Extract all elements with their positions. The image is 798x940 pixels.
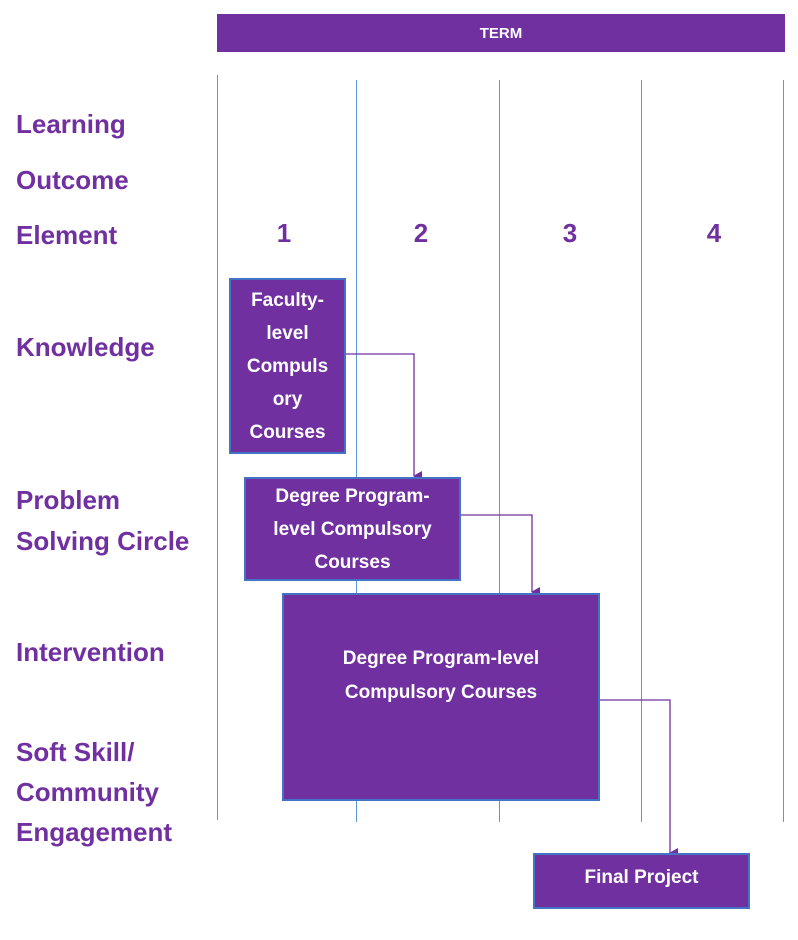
degree-program-courses-box-large: Degree Program-level Compulsory Courses [282,593,600,801]
grid-line-5 [783,80,784,822]
row-label-problem-solving-1: Problem [16,485,121,515]
degree-large-line-2: Compulsory Courses [344,682,538,703]
faculty-box-line-4: ory [272,388,303,410]
row-label-knowledge: Knowledge [16,332,155,362]
faculty-level-courses-box: Faculty- level Compuls ory Courses [229,278,346,454]
term-header: TERM [217,14,785,52]
arrow-degree-small-to-degree-large [460,514,540,597]
degree-program-courses-box-small: Degree Program- level Compulsory Courses [244,477,461,581]
final-project-label: Final Project [584,867,699,888]
final-project-box: Final Project [533,853,750,909]
degree-small-line-3: Courses [314,551,391,573]
header-label-learning: Learning [16,109,126,139]
grid-line-4 [641,80,642,822]
arrow-degree-large-to-final-project [599,699,678,858]
grid-line-2 [356,80,357,822]
row-label-soft-skill-1: Soft Skill/ [16,737,135,767]
degree-small-line-2: level Compulsory [273,518,432,540]
faculty-box-line-2: level [266,322,309,344]
faculty-box-line-1: Faculty- [251,289,324,311]
term-number-3: 3 [562,218,578,248]
faculty-box-line-5: Courses [249,421,326,443]
grid-line-1 [217,75,218,820]
arrow-faculty-to-degree [345,353,422,481]
faculty-box-line-3: Compuls [246,355,329,377]
term-number-2: 2 [413,218,429,248]
row-label-soft-skill-2: Community [16,777,159,807]
degree-large-line-1: Degree Program-level [342,648,540,669]
header-label-element: Element [16,220,118,250]
degree-small-line-1: Degree Program- [275,485,430,507]
row-label-problem-solving-2: Solving Circle [16,526,190,556]
grid-line-3 [499,80,500,822]
term-header-label: TERM [479,24,523,42]
term-number-4: 4 [706,218,722,248]
header-label-outcome: Outcome [16,165,129,195]
row-label-soft-skill-3: Engagement [16,817,173,847]
row-label-intervention: Intervention [16,637,165,667]
term-number-1: 1 [276,218,292,248]
